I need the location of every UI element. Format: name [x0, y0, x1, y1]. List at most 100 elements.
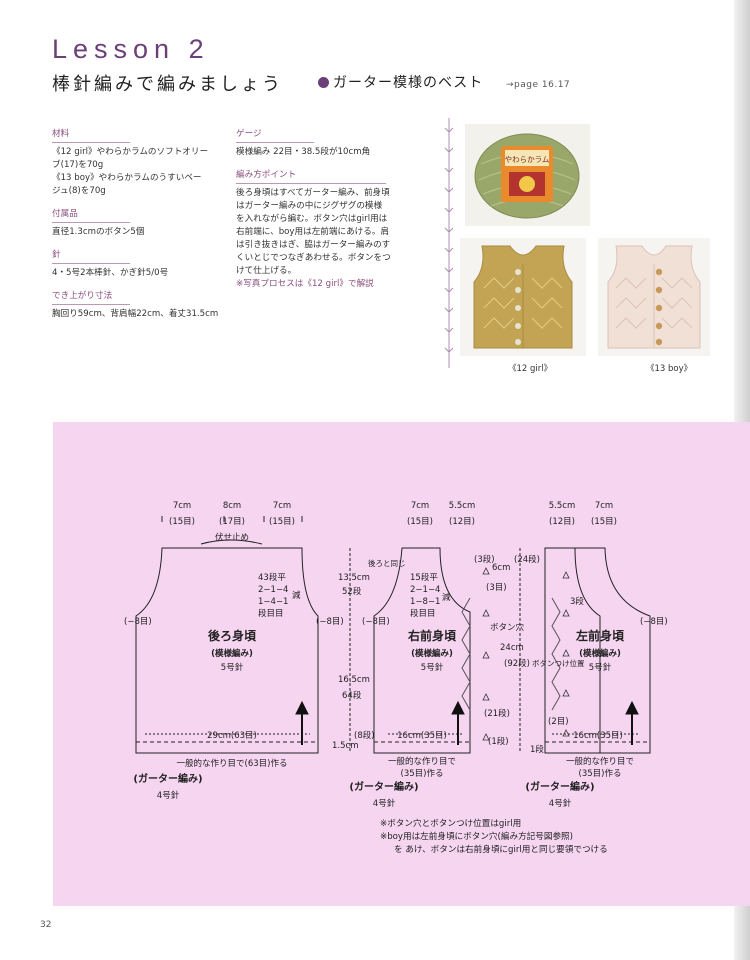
lf-side-right: (−8目): [640, 617, 668, 627]
front-top-height: 6cm: [492, 563, 510, 573]
rf-dec-mark: 減: [442, 592, 451, 603]
info-column-left: 材料 《12 girl》やわらかラムのソフトオリー ブ(17)を70g 《13 …: [52, 128, 227, 321]
zigzag-edge: [461, 597, 471, 711]
rf-edge-rows: (1段): [488, 736, 509, 747]
lf-pattern: (模様編み): [579, 648, 621, 659]
bind-off-curve: [200, 539, 263, 545]
heading-divider: [236, 183, 386, 184]
points-line: 右前端に、boy用は左前端にあける。肩: [236, 227, 390, 237]
back-dec-line: 段目目: [258, 608, 284, 619]
needles-text: 4・5号2本棒針、かぎ針5/0号: [52, 268, 169, 278]
rf-same-as-back: 後ろと同じ: [368, 558, 406, 568]
pattern-diagram: 7cm 8cm 7cm (15目) (17目) (15目) 伏せ止め 43段平 …: [124, 501, 668, 809]
back-dec-mark: 減: [292, 590, 301, 601]
note-line: ※boy用は左前身頃にボタン穴(編み方記号図参照): [380, 832, 573, 842]
yarn-label: やわらかラム: [505, 155, 550, 164]
materials-line: 《13 boy》やわらかラムのうすいベー: [52, 173, 202, 183]
lesson-title: Lesson 2: [52, 34, 210, 64]
lf-edge-rows: 1段: [530, 744, 544, 755]
lf-hem-needle: 4号針: [549, 798, 572, 809]
lf-edge-rows: (2目): [548, 717, 569, 727]
armhole-rows: 52段: [342, 586, 362, 597]
lf-stitch-label: (12目): [549, 517, 575, 527]
points-note: ※写真プロセスは《12 girl》で解説: [236, 279, 374, 289]
back-stitch-label: (15目): [169, 517, 195, 527]
size-heading: でき上がり寸法: [52, 291, 113, 301]
diagram-notes: ※ボタン穴とボタンつけ位置はgirl用 ※boy用は左前身頃にボタン穴(編み方記…: [380, 818, 608, 857]
lf-title: 左前身頃: [575, 628, 625, 643]
width-ticks: [161, 516, 303, 522]
lf-stitch-label: (15目): [591, 517, 617, 527]
lf-width: 16cm(35目): [573, 731, 623, 741]
girl-vest-photo: [460, 238, 586, 356]
rf-cast-on: (35目)作る: [401, 768, 444, 779]
lf-width-label: 7cm: [595, 501, 613, 511]
rf-dec-line: 15段平: [410, 572, 438, 583]
heading-divider: [52, 142, 130, 143]
rf-width-label: 5.5cm: [449, 501, 475, 511]
heading-divider: [52, 222, 130, 223]
rf-edge-rows: (3段): [474, 554, 495, 565]
accessories-heading: 付属品: [52, 209, 78, 219]
accessories-text: 直径1.3cmのボタン5個: [52, 227, 145, 237]
rf-dec-line: 1−8−1: [410, 597, 440, 607]
back-pattern: (模様編み): [211, 648, 253, 659]
page-reference: →page 16.17: [506, 80, 571, 90]
back-width-label: 8cm: [223, 501, 241, 511]
note-line: を あけ、ボタンは右前身頃にgirl用と同じ要領でつける: [394, 845, 608, 855]
rf-pattern: (模様編み): [411, 648, 453, 659]
button-position-label: ボタンつけ位置: [532, 658, 585, 668]
hem-height: 1.5cm: [332, 741, 358, 751]
boy-vest-photo: [598, 238, 710, 356]
materials-line: ジュ(8)を70g: [52, 186, 106, 196]
gauge-text: 模様編み 22目・38.5段が10cm角: [236, 147, 371, 157]
lf-hem: (ガーター編み): [525, 780, 594, 793]
back-dec-line: 2−1−4: [258, 585, 288, 595]
back-title: 後ろ身頃: [208, 628, 257, 643]
back-stitch-label: (15目): [269, 517, 295, 527]
lf-needle: 5号針: [589, 662, 612, 673]
rf-side-left: (−8目): [362, 617, 390, 627]
boy-vest-image: [598, 238, 710, 356]
back-cast-on: 一般的な作り目で(63目)作る: [177, 758, 288, 769]
heading-divider: [52, 304, 130, 305]
points-line: を入れながら編む。ボタン穴はgirl用は: [236, 214, 388, 224]
knitting-diagram-panel: 7cm 8cm 7cm (15目) (17目) (15目) 伏せ止め 43段平 …: [53, 422, 750, 906]
rf-needle: 5号針: [421, 662, 444, 673]
back-dec-line: 43段平: [258, 572, 286, 583]
back-needle: 5号針: [221, 662, 244, 673]
rf-stitch-label: (12目): [449, 517, 475, 527]
rf-hem: (ガーター編み): [349, 780, 418, 793]
left-front-outline: [544, 547, 651, 754]
back-dec-line: 1−4−1: [258, 597, 288, 607]
lesson-subtitle: 棒針編みで編みましょう: [52, 74, 283, 95]
heading-divider: [236, 142, 314, 143]
back-hem: (ガーター編み): [133, 772, 202, 785]
rf-cast-on: 一般的な作り目で: [388, 756, 456, 767]
needles-heading: 針: [52, 250, 61, 260]
lf-cast-on: (35目)作る: [579, 768, 622, 779]
rf-edge-rows: (3目): [486, 583, 507, 593]
right-front-outline: [373, 547, 471, 754]
points-line: はガーター編みの中にジグザグの模様: [236, 201, 383, 211]
points-line: くいとじでつなぎあわせる。ボタンをつ: [236, 253, 391, 263]
back-side-right: (−8目): [316, 617, 344, 627]
rf-width: 16cm(35目): [397, 731, 447, 741]
rf-title: 右前身頃: [407, 628, 457, 643]
heading-divider: [52, 263, 130, 264]
girl-vest-image: [460, 238, 586, 356]
body-rows: 64段: [342, 690, 362, 701]
bullet-dot-icon: [318, 77, 329, 88]
rf-edge-rows: (21段): [484, 708, 510, 719]
rf-stitch-label: (15目): [407, 517, 433, 527]
buttonhole-label: ボタン穴: [490, 622, 525, 633]
back-hem-needle: 4号針: [157, 790, 180, 801]
body-height: 16.5cm: [338, 675, 370, 685]
front-rows: (92段): [504, 658, 530, 669]
bind-off-label: 伏せ止め: [215, 532, 249, 543]
back-width-label: 7cm: [273, 501, 291, 511]
size-text: 胸回り59cm、背肩幅22cm、着丈31.5cm: [52, 309, 219, 319]
yarn-ball-image: やわらかラム: [465, 124, 590, 226]
materials-heading: 材料: [52, 129, 70, 139]
rf-width-label: 7cm: [411, 501, 429, 511]
